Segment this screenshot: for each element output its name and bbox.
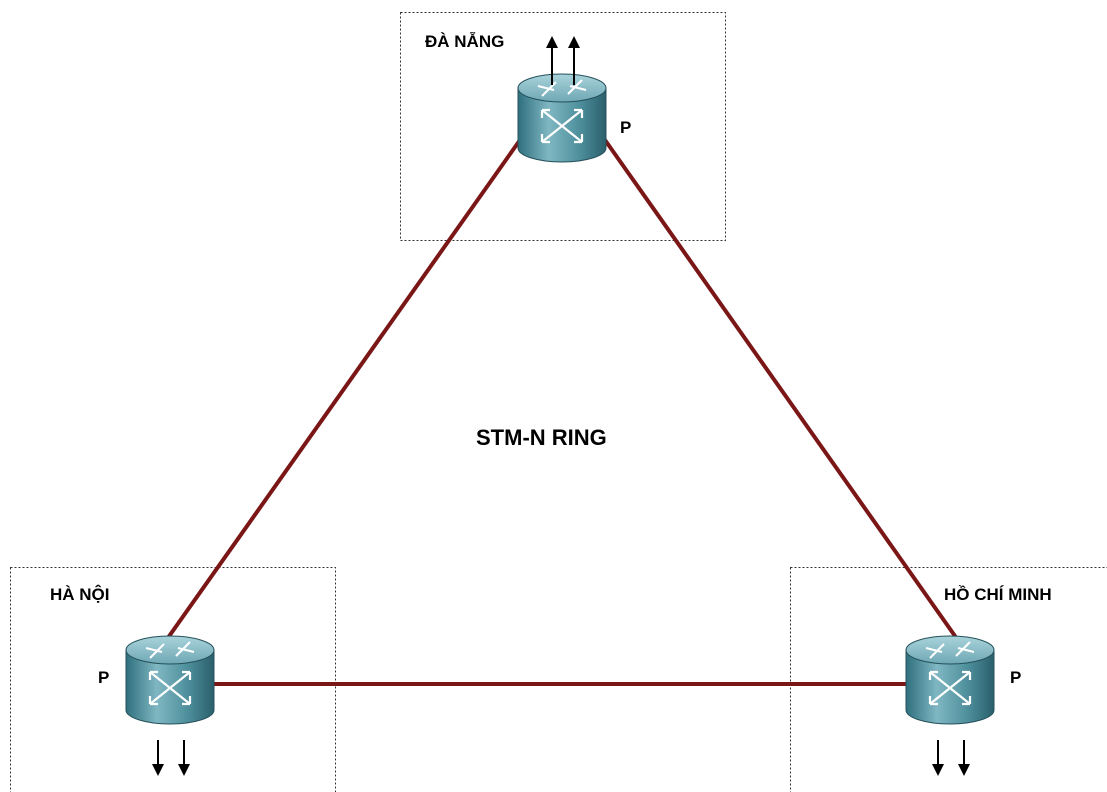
- uplink-arrows-da-nang: [546, 36, 580, 85]
- router-icon-da-nang: [516, 72, 608, 164]
- ring-label: STM-N RING: [476, 425, 607, 450]
- site-box-ha-noi: [10, 567, 336, 792]
- site-box-da-nang: [400, 12, 726, 241]
- role-label-da-nang: P: [620, 118, 631, 137]
- link-da-nang-ha-noi: [163, 138, 522, 644]
- site-box-ho-chi-minh: [790, 567, 1107, 792]
- downlink-arrows-ha-noi: [152, 740, 190, 776]
- site-label-ha-noi: HÀ NỘI: [50, 585, 110, 604]
- site-label-da-nang: ĐÀ NẴNG: [425, 32, 504, 51]
- router-icon-ho-chi-minh: [904, 634, 996, 726]
- link-da-nang-ho-chi-minh: [603, 138, 957, 638]
- role-label-ha-noi: P: [98, 668, 109, 687]
- site-label-ho-chi-minh: HỒ CHÍ MINH: [944, 585, 1052, 604]
- downlink-arrows-ho-chi-minh: [932, 740, 970, 776]
- router-icon-ha-noi: [124, 634, 216, 726]
- role-label-ho-chi-minh: P: [1010, 668, 1021, 687]
